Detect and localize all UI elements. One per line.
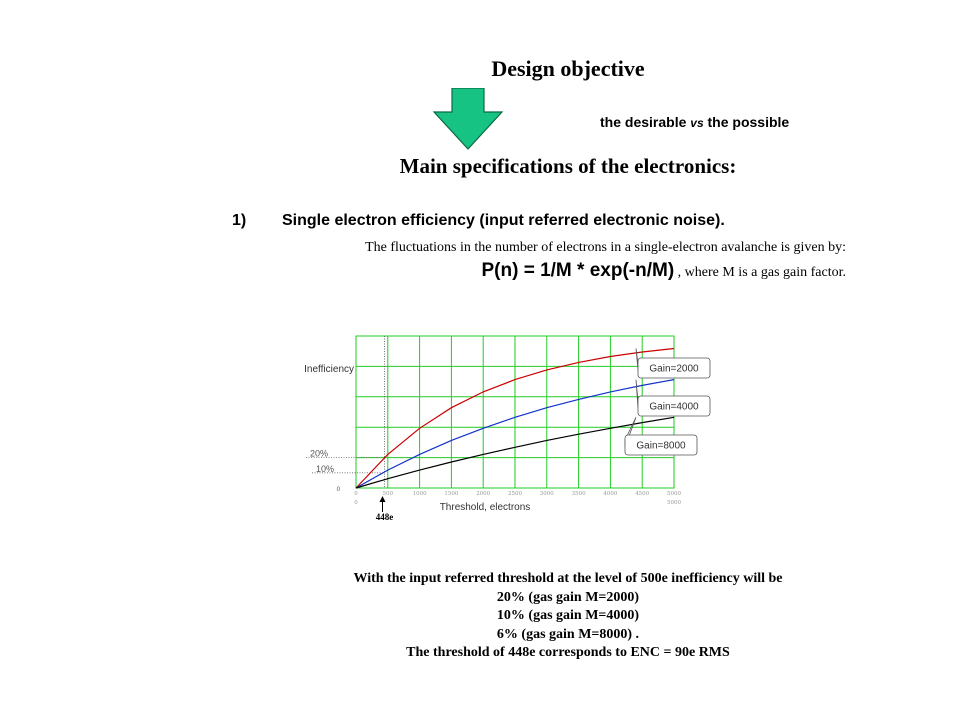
- tagline-vs: vs: [690, 116, 704, 130]
- summary-line: With the input referred threshold at the…: [353, 571, 783, 586]
- tagline-pre: the desirable: [600, 114, 691, 130]
- series-line: [355, 379, 675, 489]
- tagline-post: the possible: [703, 114, 790, 130]
- x-tick-label: 500: [383, 491, 394, 497]
- tagline: the desirable vs the possible: [600, 114, 789, 130]
- x-tick-label: 5000: [667, 491, 681, 497]
- y-mark-label: 0: [337, 487, 341, 493]
- x-tick-label: 2000: [476, 491, 490, 497]
- summary-block: With the input referred threshold at the…: [0, 570, 960, 663]
- formula: P(n) = 1/M * exp(-n/M): [481, 260, 675, 281]
- summary-line: The threshold of 448e corresponds to ENC…: [406, 645, 730, 660]
- fluctuation-text: The fluctuations in the number of electr…: [365, 240, 846, 255]
- series-line: [355, 416, 675, 489]
- callout-box: [637, 357, 711, 379]
- series-label: Gain=8000: [636, 441, 686, 452]
- down-arrow-icon: [432, 88, 504, 150]
- x-tick-label: 3500: [572, 491, 586, 497]
- x-tick-label: 4000: [603, 491, 617, 497]
- x-tick-label: 5000: [667, 500, 681, 506]
- callout-box: [624, 434, 698, 456]
- x-tick-label: 3000: [540, 491, 554, 497]
- slide-heading: Design objective: [491, 56, 645, 81]
- y-mark-label: 20%: [310, 449, 328, 459]
- formula-line: P(n) = 1/M * exp(-n/M) , where M is a ga…: [482, 260, 847, 282]
- x-tick-label: 1000: [413, 491, 427, 497]
- series-label: Gain=4000: [649, 402, 699, 413]
- x-tick-label: 2500: [508, 491, 522, 497]
- y-axis-title: Inefficiency: [304, 364, 354, 375]
- summary-line: 6% (gas gain M=8000) .: [496, 626, 640, 642]
- formula-tail: , where M is a gas gain factor.: [674, 265, 846, 280]
- summary-line: 10% (gas gain M=4000): [496, 608, 640, 623]
- x-tick-label: 1500: [444, 491, 458, 497]
- threshold-arrow-head: [379, 496, 386, 502]
- series-line: [355, 347, 675, 489]
- summary-line: 20% (gas gain M=2000): [496, 589, 640, 605]
- x-tick-label: 0: [354, 500, 358, 506]
- x-tick-label: 4500: [635, 491, 649, 497]
- inefficiency-chart: 0 500 1000 1500 2000 2500 3000 3500 4000 4500 5000…: [304, 335, 711, 522]
- callout-box: [637, 395, 711, 417]
- x-axis-title: Threshold, electrons: [440, 502, 531, 513]
- series-label: Gain=2000: [649, 364, 699, 375]
- slide-subheading: Main specifications of the electronics:: [399, 154, 737, 178]
- x-tick-label: 0: [354, 491, 358, 497]
- list-item-number: 1): [232, 212, 247, 229]
- threshold-label: 448e: [376, 512, 394, 522]
- y-mark-label: 10%: [316, 464, 334, 474]
- list-item-title: Single electron efficiency (input referr…: [282, 212, 725, 229]
